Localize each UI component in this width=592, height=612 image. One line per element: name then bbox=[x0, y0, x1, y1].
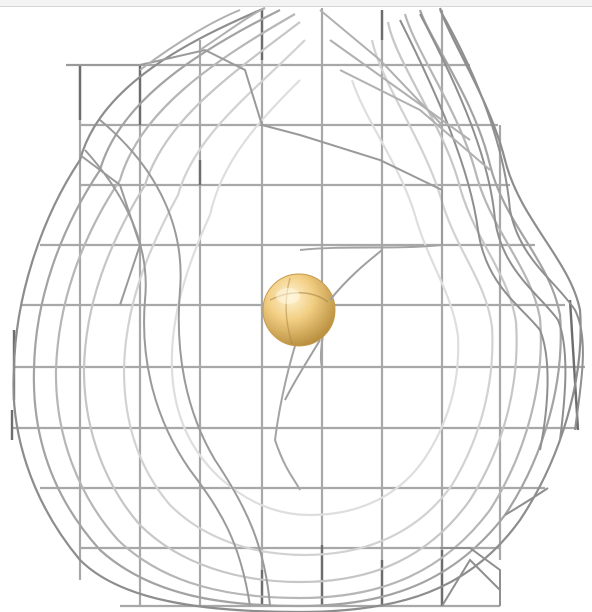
mesh-top-fan bbox=[140, 8, 490, 170]
atom-sphere[interactable] bbox=[263, 274, 335, 346]
mesh-left-meridians bbox=[66, 50, 442, 606]
mesh-right-meridians bbox=[400, 10, 583, 606]
